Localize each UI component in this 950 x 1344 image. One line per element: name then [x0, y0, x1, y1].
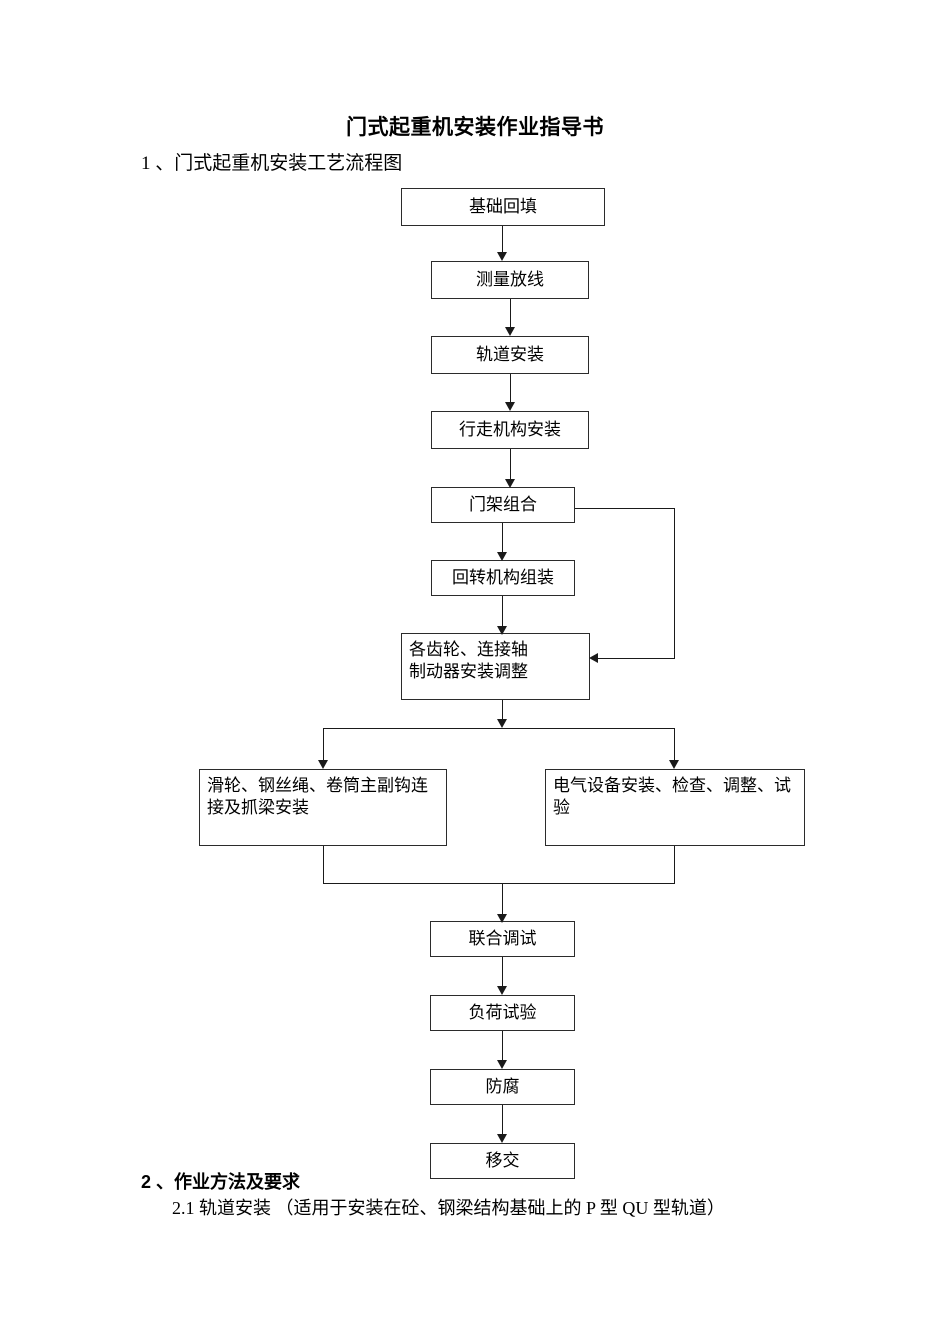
- flow-node-gears-shafts-brakes-line2: 制动器安装调整: [409, 661, 528, 681]
- feedback-loop-top-segment: [574, 508, 675, 509]
- flow-node-anticorrosion: 防腐: [430, 1069, 575, 1105]
- flow-node-gears-shafts-brakes-line1: 各齿轮、连接轴: [409, 640, 528, 659]
- arrowhead-down-icon: [505, 327, 515, 336]
- arrowhead-down-icon: [497, 986, 507, 995]
- flow-node-rail-installation: 轨道安装: [431, 336, 589, 374]
- feedback-loop-right-segment: [674, 508, 675, 659]
- flow-node-travel-mechanism-install: 行走机构安装: [431, 411, 589, 449]
- connector-loadtest-to-anticorrosion: [502, 1031, 503, 1063]
- arrowhead-down-icon: [505, 479, 515, 488]
- merge-left-riser: [323, 846, 324, 884]
- flow-node-electrical-equipment: 电气设备安装、检查、调整、试验: [545, 769, 805, 846]
- connector-anticorrosion-to-handover: [502, 1105, 503, 1137]
- connector-gears-to-split: [502, 700, 503, 722]
- split-left-drop: [323, 728, 324, 764]
- merge-bar: [323, 883, 675, 884]
- flow-node-slewing-mechanism-assembly: 回转机构组装: [431, 560, 575, 596]
- connector-backfill-to-survey: [502, 226, 503, 255]
- connector-merge-to-commissioning: [502, 883, 503, 917]
- connector-travel-to-gantry: [510, 449, 511, 482]
- connector-gantry-to-slewing: [502, 523, 503, 555]
- merge-right-riser: [674, 846, 675, 884]
- arrowhead-down-icon: [497, 626, 507, 635]
- arrowhead-down-icon: [497, 719, 507, 728]
- section-paragraph-2-1: 2.1 轨道安装 （适用于安装在砼、钢梁结构基础上的 P 型 QU 型轨道）: [172, 1198, 725, 1218]
- flow-node-joint-commissioning: 联合调试: [430, 921, 575, 957]
- arrowhead-down-icon: [669, 760, 679, 769]
- connector-slewing-to-gears: [502, 596, 503, 629]
- arrowhead-down-icon: [497, 1134, 507, 1143]
- arrowhead-down-icon: [497, 252, 507, 261]
- flow-node-sheave-rope-drum-hook: 滑轮、钢丝绳、卷筒主副钩连接及抓梁安装: [199, 769, 447, 846]
- flow-node-foundation-backfill: 基础回填: [401, 188, 605, 226]
- flow-node-gantry-assembly: 门架组合: [431, 487, 575, 523]
- connector-rail-to-travel: [510, 374, 511, 405]
- flow-node-load-test: 负荷试验: [430, 995, 575, 1031]
- flow-node-survey-setting-out: 测量放线: [431, 261, 589, 299]
- arrowhead-down-icon: [318, 760, 328, 769]
- page-title: 门式起重机安装作业指导书: [346, 116, 604, 139]
- section-heading-1: 1 、门式起重机安装工艺流程图: [141, 153, 403, 174]
- feedback-loop-bottom-segment: [598, 658, 675, 659]
- arrowhead-left-icon: [589, 653, 598, 663]
- arrowhead-down-icon: [497, 552, 507, 561]
- arrowhead-down-icon: [497, 1060, 507, 1069]
- connector-survey-to-rail: [510, 299, 511, 330]
- flow-node-handover: 移交: [430, 1143, 575, 1179]
- connector-commissioning-to-loadtest: [502, 957, 503, 989]
- flow-node-gears-shafts-brakes: 各齿轮、连接轴 制动器安装调整: [401, 633, 590, 700]
- arrowhead-down-icon: [497, 914, 507, 923]
- split-bar: [323, 728, 675, 729]
- split-right-drop: [674, 728, 675, 764]
- arrowhead-down-icon: [505, 402, 515, 411]
- section-heading-2: 2 、作业方法及要求: [141, 1172, 301, 1192]
